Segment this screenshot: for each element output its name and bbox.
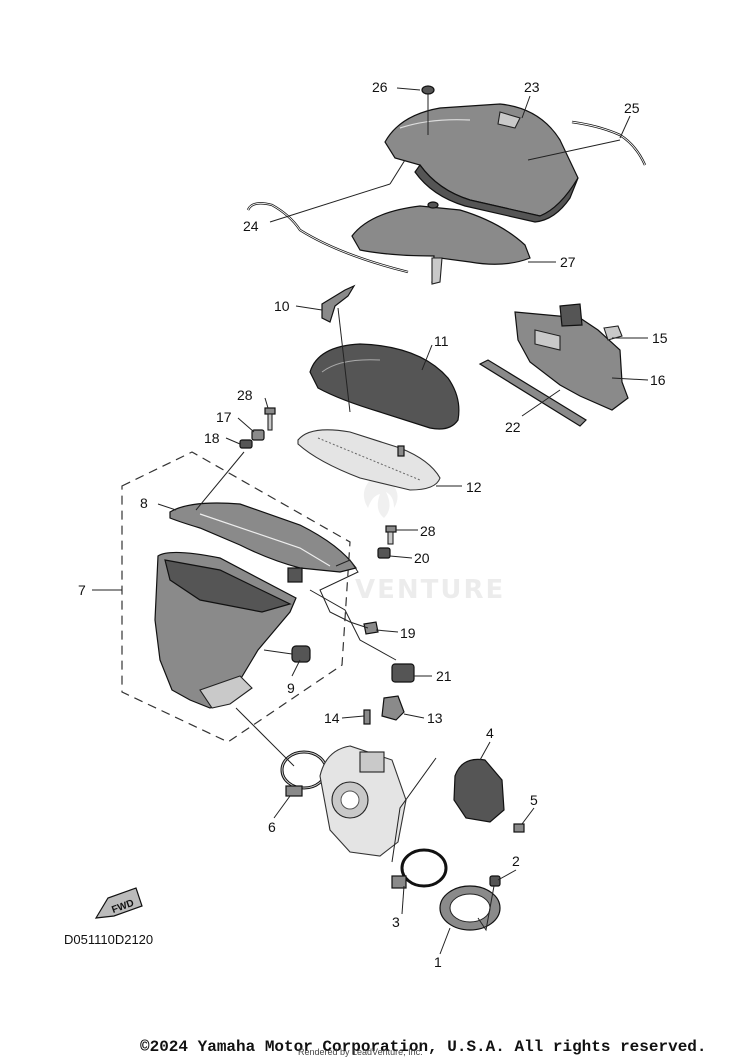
part-26-grommet bbox=[421, 85, 435, 95]
callout-1: 1 bbox=[434, 954, 442, 970]
rendered-by: Rendered by LeadVenture, Inc. bbox=[298, 1047, 423, 1057]
callout-27: 27 bbox=[560, 254, 576, 270]
copyright-notice: ©2024 Yamaha Motor Corporation, U.S.A. A… bbox=[140, 1038, 707, 1056]
diagram-code: D051110D2120 bbox=[64, 932, 154, 947]
callout-17: 17 bbox=[216, 409, 232, 425]
part-28-bolt-upper bbox=[264, 407, 276, 431]
callout-12: 12 bbox=[466, 479, 482, 495]
callout-21: 21 bbox=[436, 668, 452, 684]
part-15-clip bbox=[603, 325, 623, 341]
callout-26: 26 bbox=[372, 79, 388, 95]
callout-24: 24 bbox=[243, 218, 259, 234]
callout-25: 25 bbox=[624, 100, 640, 116]
part-10-clip bbox=[321, 284, 356, 323]
callout-28-upper: 28 bbox=[237, 387, 253, 403]
part-11-duct-cover bbox=[309, 343, 460, 430]
part-27-inner-cover bbox=[351, 201, 531, 285]
part-20-nut bbox=[377, 547, 391, 559]
watermark: VENTURE bbox=[355, 478, 505, 605]
part-13-sensor bbox=[381, 695, 405, 721]
part-22-seal-strip bbox=[478, 359, 587, 427]
callout-14: 14 bbox=[324, 710, 340, 726]
part-12-funnel-base bbox=[297, 429, 441, 491]
part-25-tube bbox=[571, 120, 647, 166]
part-8-frame bbox=[169, 502, 357, 583]
throttle-body bbox=[319, 745, 407, 857]
callout-20: 20 bbox=[414, 550, 430, 566]
callout-11: 11 bbox=[434, 333, 449, 349]
callout-18: 18 bbox=[204, 430, 220, 446]
callout-19: 19 bbox=[400, 625, 416, 641]
callout-16: 16 bbox=[650, 372, 666, 388]
part-28-bolt-lower bbox=[385, 525, 397, 545]
part-18-grommet bbox=[239, 439, 253, 449]
part-9-grommet bbox=[291, 645, 311, 663]
part-21-sensor bbox=[391, 663, 415, 683]
part-7-airbox bbox=[154, 551, 297, 709]
callout-6: 6 bbox=[268, 819, 276, 835]
part-7-assembly-outline bbox=[121, 451, 351, 743]
part-16-bracket bbox=[514, 303, 629, 411]
part-6-clamp bbox=[280, 750, 328, 797]
part-1-joint bbox=[439, 885, 501, 931]
leader-lines bbox=[92, 87, 649, 955]
callout-22: 22 bbox=[505, 419, 521, 435]
callouts: 26 23 25 24 27 10 11 15 16 22 28 17 18 1… bbox=[78, 79, 668, 970]
part-3-clamp bbox=[391, 848, 448, 889]
callout-2: 2 bbox=[512, 853, 520, 869]
part-17-collar bbox=[251, 429, 265, 441]
watermark-text: VENTURE bbox=[355, 575, 505, 605]
part-4-cover bbox=[453, 758, 505, 823]
callout-15: 15 bbox=[652, 330, 668, 346]
callout-4: 4 bbox=[486, 725, 494, 741]
part-14-screw bbox=[363, 709, 371, 725]
part-2-clip bbox=[489, 875, 501, 887]
part-5-bolt bbox=[513, 823, 525, 833]
callout-9: 9 bbox=[287, 680, 295, 696]
callout-7: 7 bbox=[78, 582, 86, 598]
callout-13: 13 bbox=[427, 710, 443, 726]
part-24-tube bbox=[246, 202, 409, 274]
callout-28-lower: 28 bbox=[420, 523, 436, 539]
callout-5: 5 bbox=[530, 792, 538, 808]
part-23-cover bbox=[384, 103, 579, 223]
callout-10: 10 bbox=[274, 298, 290, 314]
fwd-arrow-icon: FWD bbox=[94, 887, 143, 919]
part-19-clip bbox=[363, 621, 379, 635]
callout-8: 8 bbox=[140, 495, 148, 511]
callout-3: 3 bbox=[392, 914, 400, 930]
callout-23: 23 bbox=[524, 79, 540, 95]
